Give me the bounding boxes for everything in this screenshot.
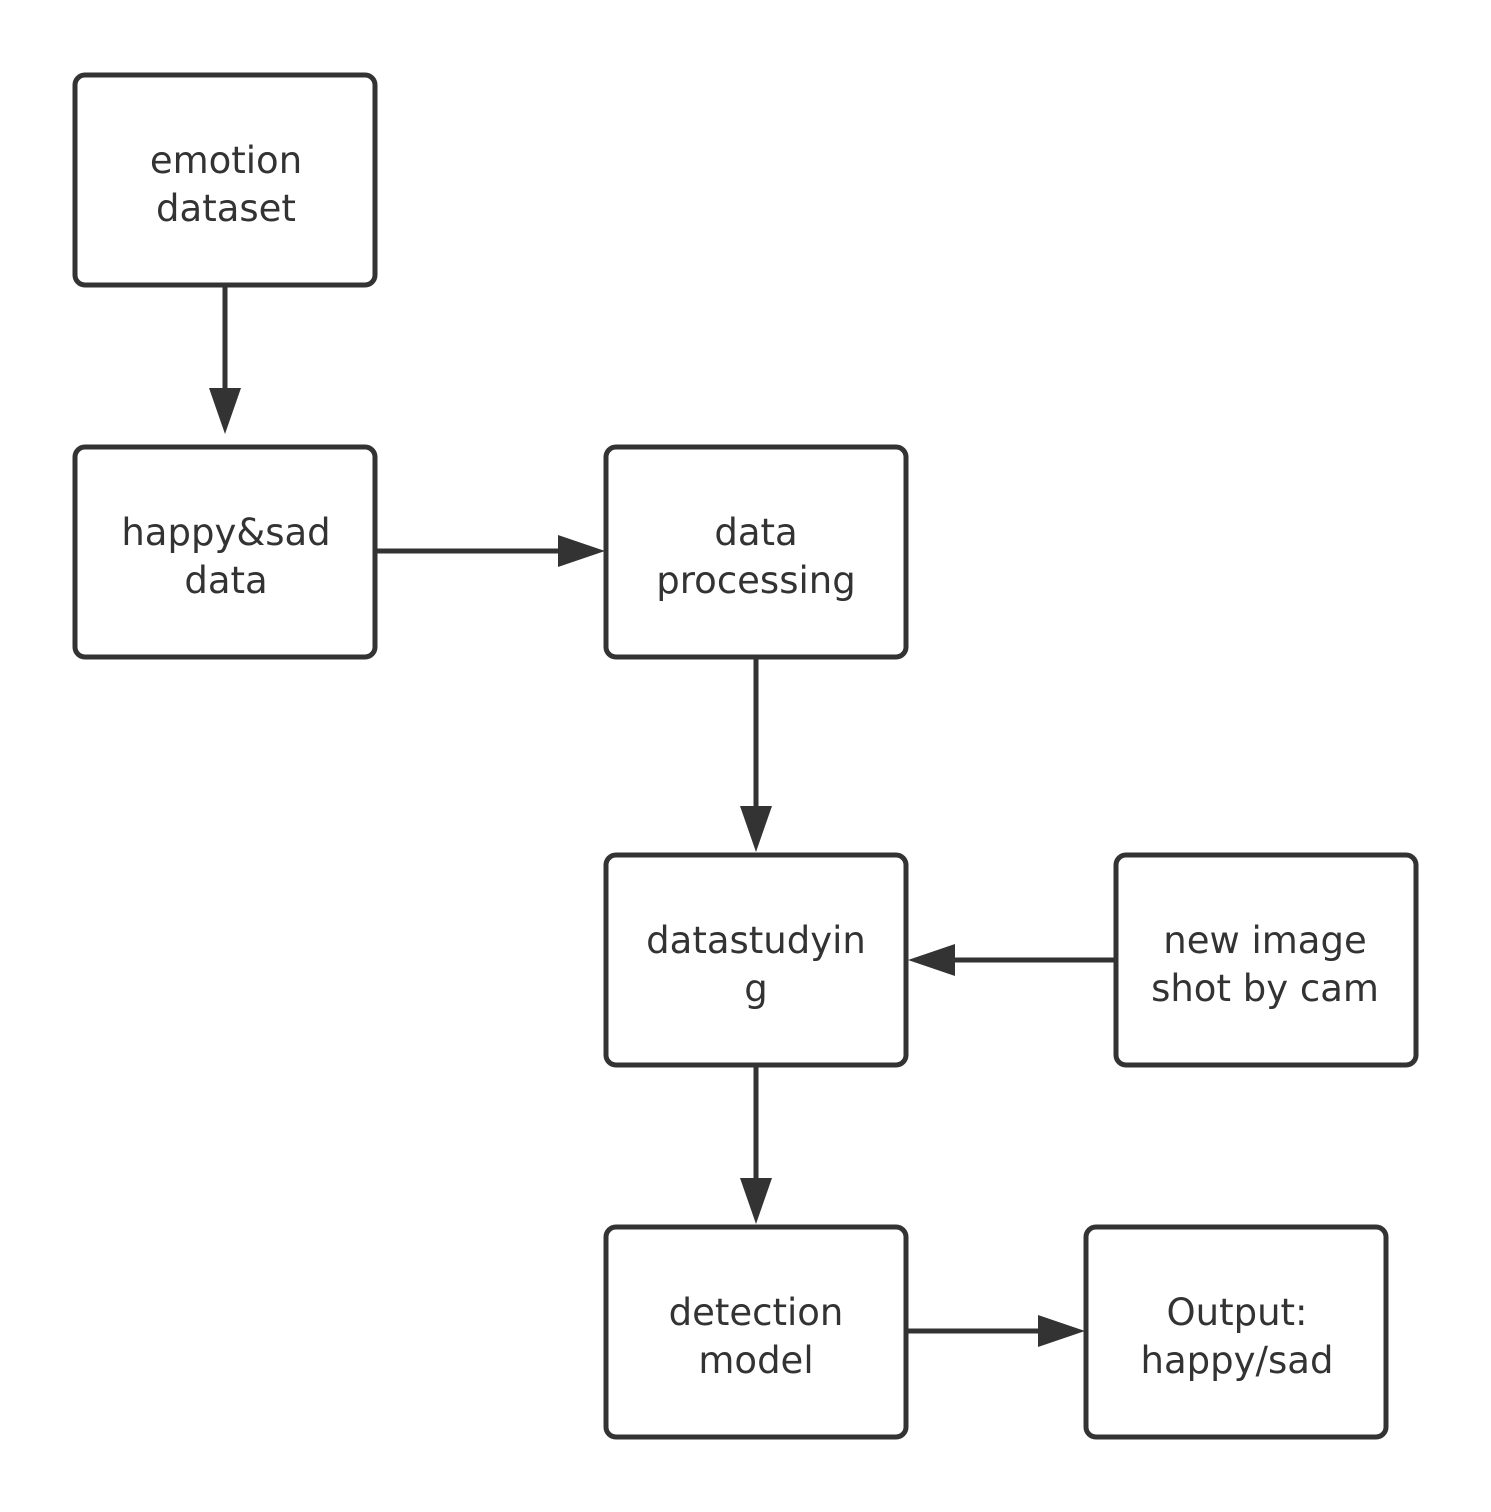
node-label-line: emotion <box>150 139 302 182</box>
edge-emotion-dataset-to-happy-sad-data <box>209 287 241 434</box>
node-label-line: dataset <box>156 187 296 230</box>
node-data-processing: data processing <box>603 444 909 660</box>
node-label-line: data <box>714 511 797 554</box>
node-label-line: detection <box>669 1291 844 1334</box>
edge-datastudying-to-detection-model <box>740 1067 772 1224</box>
node-datastudying: datastudyin g <box>603 852 909 1068</box>
node-label-line: happy&sad <box>121 511 330 554</box>
node-happy-sad-data: happy&sad data <box>72 444 378 660</box>
node-new-image: new image shot by cam <box>1113 852 1419 1068</box>
node-label-line: data <box>184 559 267 602</box>
edge-data-processing-to-datastudying <box>740 659 772 852</box>
node-label-line: happy/sad <box>1141 1339 1334 1382</box>
node-label-line: model <box>698 1339 813 1382</box>
node-label-line: g <box>744 967 768 1010</box>
node-label-line: shot by cam <box>1151 967 1379 1010</box>
node-output: Output: happy/sad <box>1083 1224 1389 1440</box>
node-emotion-dataset: emotion dataset <box>72 72 378 288</box>
node-label-line: datastudyin <box>646 919 866 962</box>
node-detection-model: detection model <box>603 1224 909 1440</box>
edge-detection-model-to-output <box>907 1315 1085 1347</box>
edge-new-image-to-datastudying <box>908 944 1114 976</box>
node-label-line: processing <box>656 559 855 602</box>
edge-happy-sad-data-to-data-processing <box>377 535 605 567</box>
node-label-line: Output: <box>1167 1291 1308 1334</box>
node-label-line: new image <box>1163 919 1366 962</box>
